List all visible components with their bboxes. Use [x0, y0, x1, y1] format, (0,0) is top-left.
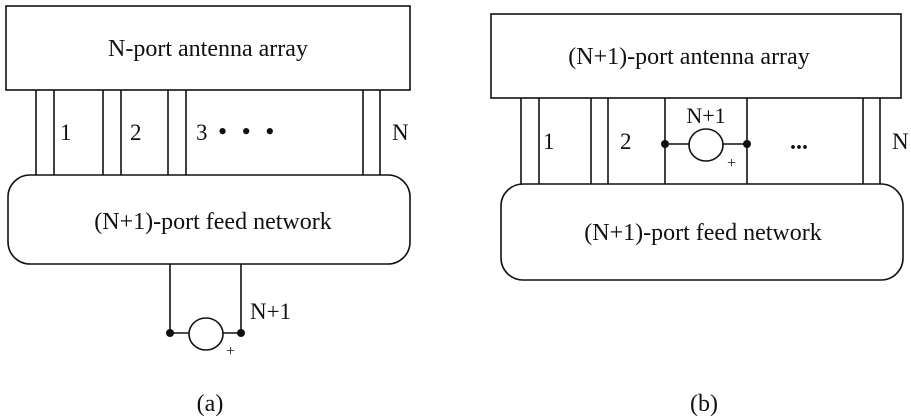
panel-a-source-port-label: N+1	[250, 299, 291, 324]
panel-a-polarity-mark: +	[226, 343, 235, 360]
panel-a-caption: (a)	[197, 391, 224, 417]
panel-b-caption: (b)	[690, 391, 718, 417]
panel-b-port-2-label: 2	[620, 129, 632, 154]
panel-a-ellipsis: • • •	[218, 117, 278, 146]
panel-b-ellipsis: ...	[790, 129, 808, 155]
panel-b-feed-network-label: (N+1)-port feed network	[584, 220, 821, 246]
panel-b-source-port-label: N+1	[686, 103, 725, 128]
panel-a-antenna-array-label: N-port antenna array	[108, 36, 308, 62]
panel-b-port-1-label: 1	[543, 129, 555, 154]
panel-a: N-port antenna array 1 2 3 • • • N (N+1)…	[5, 5, 411, 417]
panel-b-terminal-dot	[743, 140, 751, 148]
panel-b: (N+1)-port antenna array 1 2 N+1 + ... N	[490, 13, 909, 417]
panel-b-terminal-dot	[661, 140, 669, 148]
panel-a-port-2-label: 2	[130, 120, 142, 145]
panel-a-voltage-source	[188, 317, 224, 351]
panel-a-terminal-dot	[166, 329, 174, 337]
panel-a-port-n-label: N	[392, 120, 409, 145]
panel-a-antenna-array-box	[5, 5, 411, 91]
panel-a-feed-network-label: (N+1)-port feed network	[94, 209, 331, 235]
panel-a-source-port	[166, 264, 245, 351]
panel-a-port-3-label: 3	[196, 120, 208, 145]
panel-b-polarity-mark: +	[727, 155, 736, 172]
panel-b-ports	[520, 98, 881, 184]
panel-a-port-1-label: 1	[60, 120, 72, 145]
panel-b-port-n-label: N	[892, 129, 909, 154]
panel-a-ports	[35, 90, 381, 175]
panel-b-voltage-source	[688, 128, 724, 162]
panel-a-terminal-dot	[237, 329, 245, 337]
panel-b-antenna-array-label: (N+1)-port antenna array	[568, 44, 809, 70]
panel-b-antenna-array-box	[490, 13, 902, 99]
panel-a-feed-network-box	[7, 174, 411, 265]
panel-b-source-port	[661, 128, 751, 162]
panel-b-feed-network-box	[500, 183, 904, 281]
